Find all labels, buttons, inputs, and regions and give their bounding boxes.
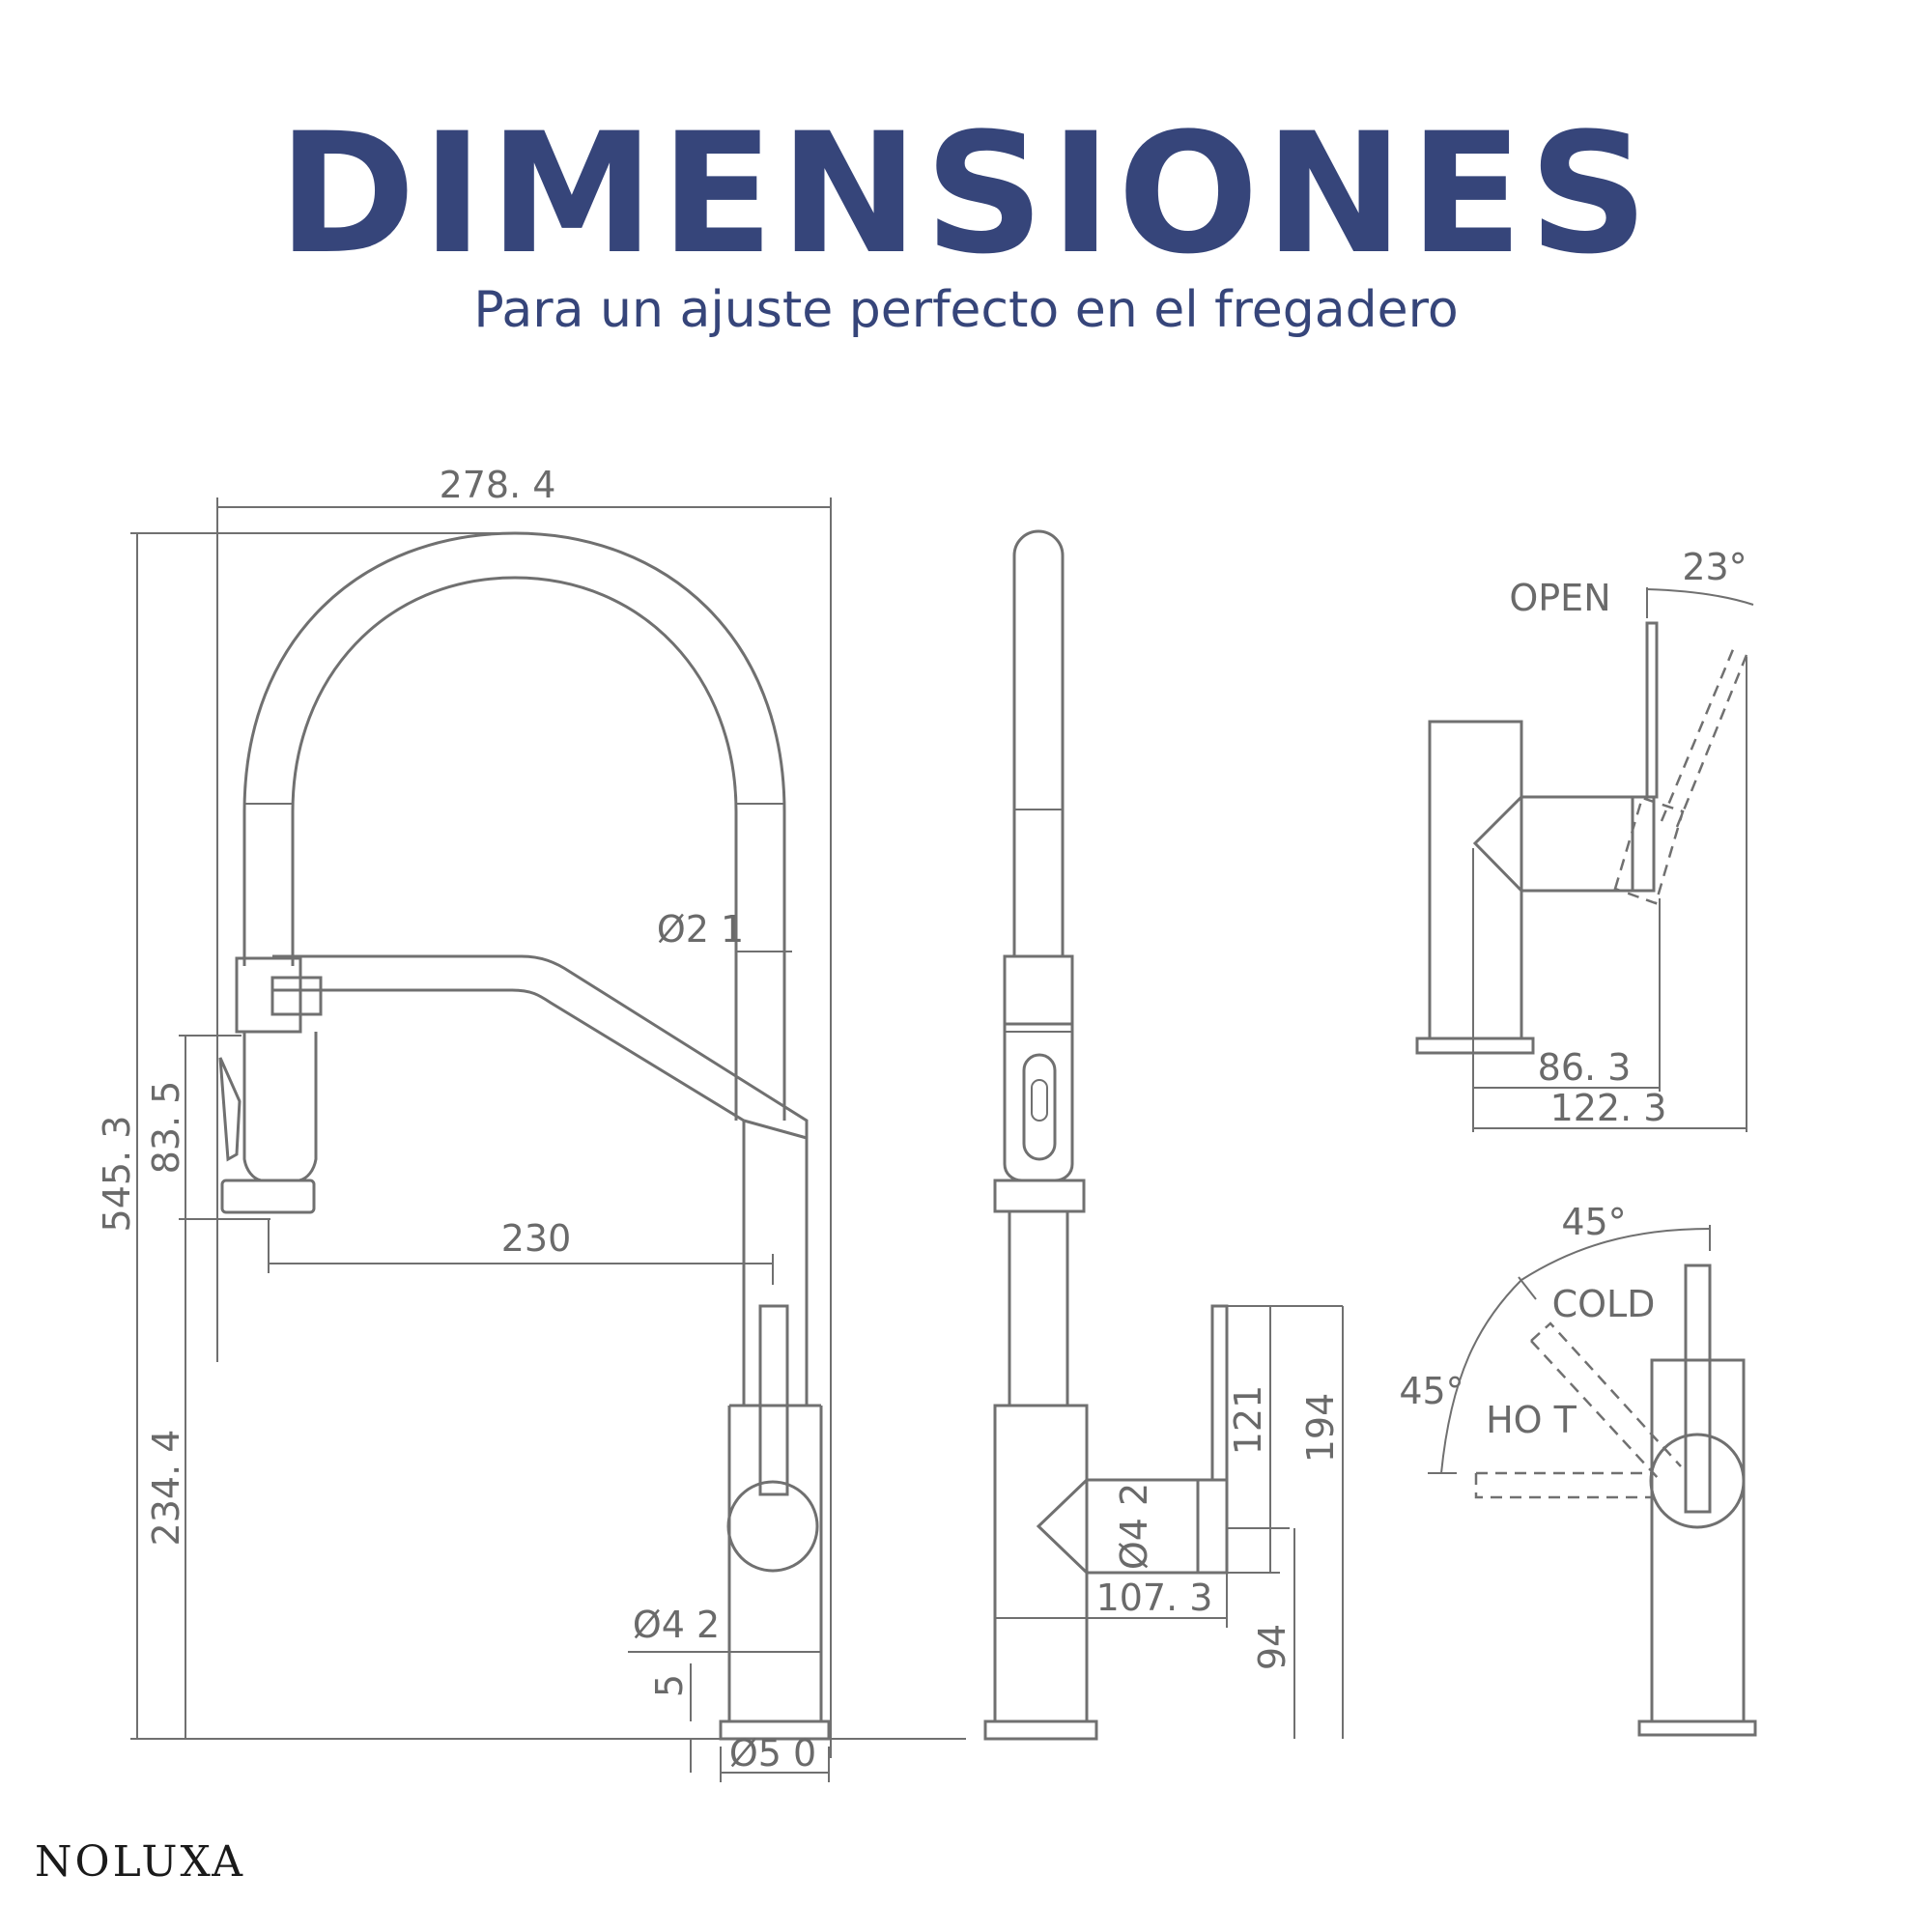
side-lower-height-label: 94	[1251, 1624, 1293, 1670]
brand-logo: NOLUXA	[35, 1837, 245, 1887]
front-view: 278. 4 545. 3 83. 5 234. 4 Ø2 1	[96, 464, 966, 1782]
page-title: DIMENSIONES	[277, 97, 1655, 291]
top-width-outer-label: 122. 3	[1550, 1087, 1667, 1129]
hot-label: HO T	[1486, 1399, 1577, 1441]
front-base-diameter-label: Ø5 0	[729, 1732, 816, 1775]
front-head-label: 83. 5	[145, 1081, 187, 1175]
side-total-height-label: 194	[1299, 1393, 1342, 1463]
bottom-right-view: 45° COLD 45° HO T	[1399, 1201, 1757, 1737]
top-width-inner-label: 86. 3	[1538, 1046, 1632, 1089]
front-width-label: 278. 4	[440, 464, 556, 506]
front-reach-label: 230	[501, 1217, 572, 1260]
top-right-view: OPEN 23° 86. 3 122. 3	[1415, 546, 1754, 1132]
front-spout-diameter-label: Ø2 1	[657, 908, 744, 951]
cold-label: COLD	[1552, 1283, 1656, 1325]
side-view: 121 194 94 Ø4 2 107. 3	[983, 529, 1344, 1741]
front-base-height-label: 234. 4	[145, 1430, 187, 1547]
front-height-label: 545. 3	[96, 1116, 138, 1233]
page-subtitle: Para un ajuste perfecto en el fregadero	[473, 281, 1459, 339]
open-label: OPEN	[1509, 577, 1610, 619]
side-lever-height-label: 121	[1227, 1385, 1269, 1456]
side-hub-diameter-label: Ø4 2	[1113, 1483, 1155, 1570]
front-plate-label: 5	[648, 1674, 691, 1697]
cold-angle-label: 45°	[1561, 1201, 1626, 1243]
hot-angle-label: 45°	[1399, 1370, 1463, 1412]
front-lever-diameter-label: Ø4 2	[633, 1604, 720, 1646]
side-depth-label: 107. 3	[1096, 1577, 1213, 1619]
open-angle-label: 23°	[1682, 546, 1747, 588]
